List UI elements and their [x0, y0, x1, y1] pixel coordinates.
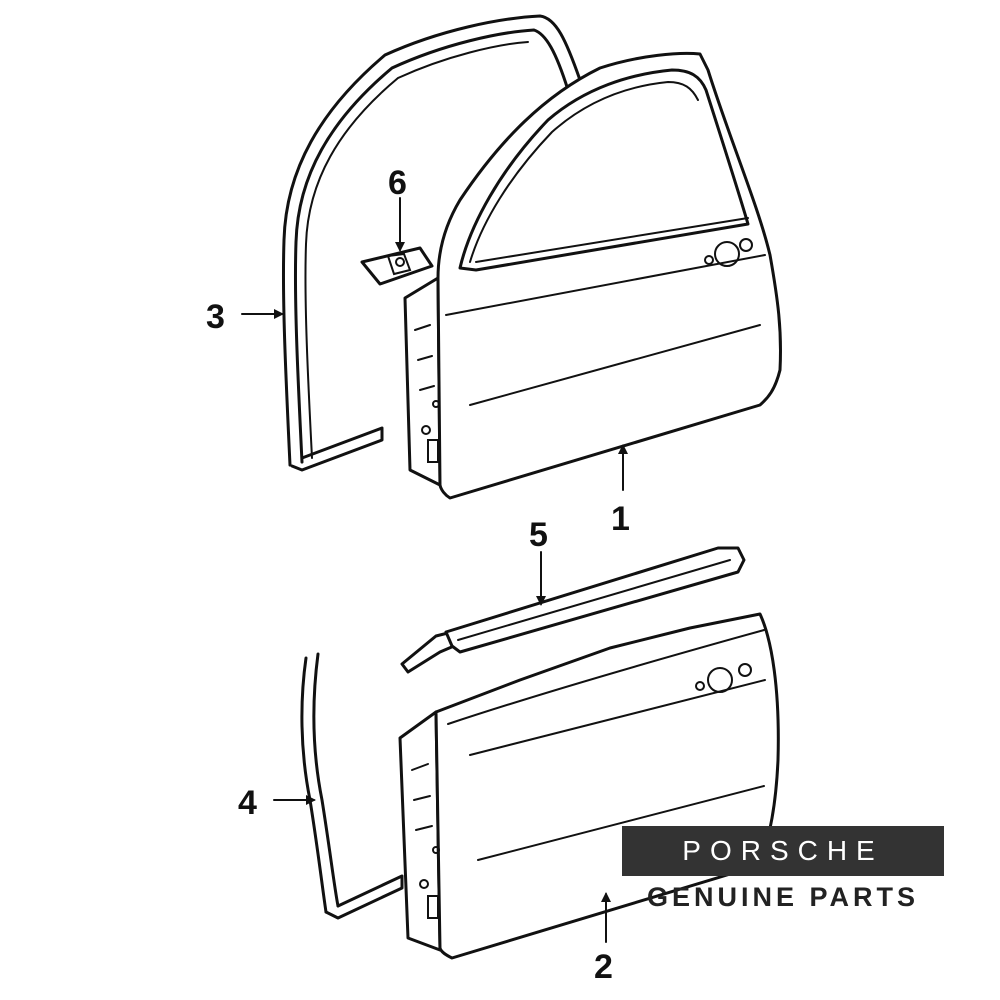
callout-6: 6	[388, 164, 407, 202]
brand-name: PORSCHE	[682, 835, 884, 866]
leader-lines	[241, 197, 628, 943]
callout-3: 3	[206, 298, 225, 336]
callout-1: 1	[611, 500, 630, 538]
brand-tagline: GENUINE PARTS	[646, 882, 920, 912]
front-door-upper	[403, 51, 783, 500]
callout-4: 4	[238, 784, 257, 822]
belt-moulding	[400, 546, 746, 674]
callout-2: 2	[594, 948, 613, 986]
door-hinge	[360, 246, 434, 286]
brand-logo: PORSCHE GENUINE PARTS	[622, 826, 944, 918]
callout-5: 5	[529, 516, 548, 554]
door-seal-lower	[300, 652, 404, 920]
brand-bar: PORSCHE	[622, 826, 944, 876]
